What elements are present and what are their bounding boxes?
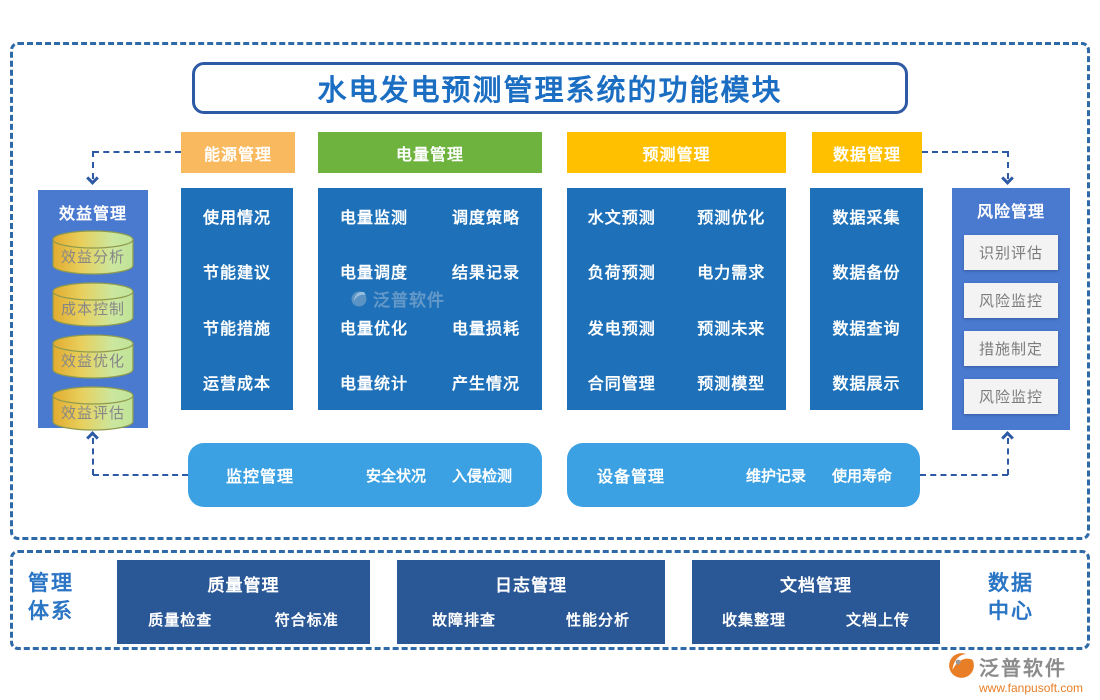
header-data-management: 数据管理: [812, 132, 922, 173]
box-title: 质量管理: [207, 576, 280, 595]
header-forecast-management: 预测管理: [567, 132, 786, 173]
box-title: 日志管理: [495, 576, 567, 595]
module-item: 预测模型: [697, 376, 766, 394]
page-title: 水电发电预测管理系统的功能模块: [192, 62, 908, 114]
box-item: 质量检查: [148, 612, 213, 629]
box-item: 入侵检测: [451, 467, 512, 485]
connector-line: [93, 151, 181, 153]
box-document-management: 文档管理 收集整理 文档上传: [692, 560, 940, 644]
box-item: 文档上传: [845, 612, 910, 629]
main-dashed-frame: [10, 42, 1090, 540]
header-power-management: 电量管理: [318, 132, 542, 173]
module-item: 数据展示: [832, 376, 901, 394]
box-item: 故障排查: [431, 612, 496, 629]
panel-title: 风险管理: [976, 204, 1045, 221]
box-monitor-management: 监控管理 安全状况 入侵检测: [188, 443, 542, 507]
cylinder-label: 效益优化: [60, 353, 125, 370]
module-item: 节能措施: [202, 320, 271, 338]
cylinder-icon: [52, 230, 134, 275]
risk-item: 措施制定: [964, 331, 1058, 366]
cylinder-label: 效益评估: [60, 405, 125, 422]
module-item: 产生情况: [451, 376, 520, 394]
module-item: 数据采集: [832, 209, 901, 227]
module-item: 合同管理: [587, 376, 656, 394]
label-line: 管理: [28, 572, 74, 595]
cylinder-label: 效益分析: [60, 249, 125, 266]
module-item: 电量损耗: [451, 320, 520, 338]
connector-line: [922, 151, 1008, 153]
database-cylinder: 效益分析: [50, 229, 136, 276]
database-cylinder: 效益优化: [50, 333, 136, 380]
box-item: 符合标准: [274, 612, 339, 629]
module-item: 节能建议: [202, 265, 271, 283]
box-item: 收集整理: [721, 612, 786, 629]
column-power-management: 电量监测 调度策略 电量调度 结果记录 电量优化 电量损耗 电量统计 产生情况: [318, 188, 542, 410]
module-item: 预测优化: [697, 209, 766, 227]
risk-item: 风险监控: [964, 283, 1058, 318]
label-line: 中心: [988, 600, 1034, 624]
connector-line: [92, 151, 94, 179]
risk-item: 识别评估: [964, 235, 1058, 270]
module-item: 电力需求: [697, 265, 766, 283]
box-item: 安全状况: [365, 467, 426, 485]
vendor-logo: 泛普软件 www.fanpusoft.com: [948, 652, 1083, 695]
module-item: 数据备份: [832, 265, 901, 283]
box-device-management: 设备管理 维护记录 使用寿命: [567, 443, 920, 507]
module-item: 电量监测: [339, 209, 408, 227]
connector-line: [1007, 438, 1009, 475]
module-item: 结果记录: [451, 265, 520, 283]
box-item: 使用寿命: [831, 467, 892, 485]
bottom-dashed-frame: [10, 550, 1090, 650]
vendor-logo-icon: [949, 653, 974, 678]
cylinder-icon: [52, 334, 134, 379]
box-log-management: 日志管理 故障排查 性能分析: [397, 560, 665, 644]
module-item: 水文预测: [587, 209, 656, 227]
module-item: 电量优化: [339, 320, 408, 338]
module-item: 电量调度: [339, 265, 408, 283]
box-title: 监控管理: [226, 469, 295, 486]
connector-line: [92, 438, 94, 475]
module-item: 预测未来: [697, 320, 766, 338]
database-cylinder: 成本控制: [50, 281, 136, 328]
module-item: 数据查询: [832, 320, 901, 338]
module-item: 电量统计: [339, 376, 408, 394]
vendor-name: 泛普软件: [979, 658, 1067, 680]
header-energy-management: 能源管理: [181, 132, 295, 173]
box-quality-management: 质量管理 质量检查 符合标准: [117, 560, 370, 644]
box-item: 性能分析: [565, 612, 630, 629]
panel-risk-management: 风险管理 识别评估 风险监控 措施制定 风险监控: [952, 188, 1070, 430]
module-item: 运营成本: [202, 376, 271, 394]
box-title: 设备管理: [597, 469, 666, 486]
module-item: 使用情况: [202, 209, 271, 227]
risk-item: 风险监控: [964, 379, 1058, 414]
column-data-management: 数据采集 数据备份 数据查询 数据展示: [810, 188, 923, 410]
connector-line: [93, 474, 188, 476]
label-management-system: 管理 体系: [28, 570, 74, 627]
connector-line: [1007, 151, 1009, 179]
box-item: 维护记录: [745, 467, 806, 485]
column-forecast-management: 水文预测 预测优化 负荷预测 电力需求 发电预测 预测未来 合同管理 预测模型: [567, 188, 786, 410]
module-item: 发电预测: [587, 320, 656, 338]
connector-line: [920, 474, 1008, 476]
box-title: 文档管理: [780, 576, 852, 595]
panel-benefit-management: 效益管理 效益分析 成本控制: [38, 190, 148, 431]
cylinder-icon: [52, 282, 134, 327]
cylinder-label: 成本控制: [60, 301, 125, 318]
label-line: 数据: [988, 572, 1034, 595]
column-energy-management: 使用情况 节能建议 节能措施 运营成本: [181, 188, 293, 410]
panel-title: 效益管理: [58, 206, 127, 223]
module-item: 调度策略: [451, 209, 520, 227]
cylinder-icon: [52, 386, 134, 431]
database-cylinder: 效益评估: [50, 385, 136, 432]
vendor-url: www.fanpusoft.com: [979, 681, 1084, 695]
module-item: 负荷预测: [587, 265, 656, 283]
label-line: 体系: [28, 600, 74, 624]
label-data-center: 数据 中心: [988, 570, 1034, 627]
